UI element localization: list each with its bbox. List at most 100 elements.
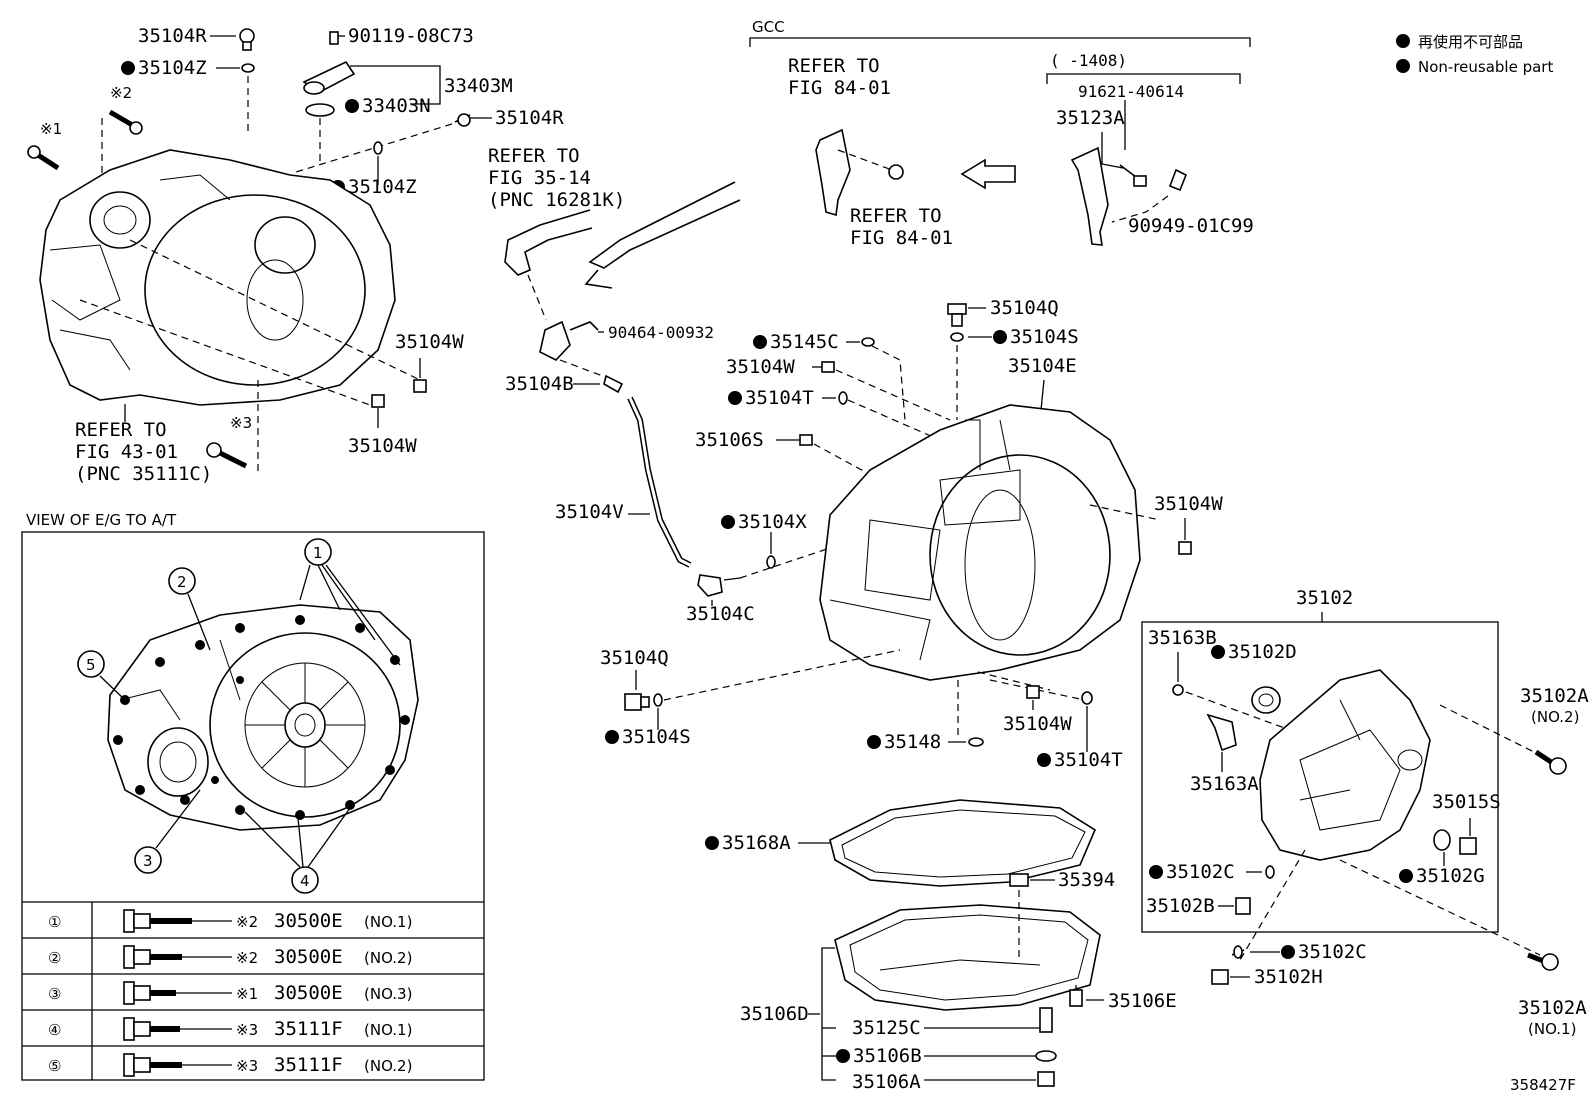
extension-housing-shape [1259, 669, 1431, 861]
bell-housing-opening [144, 194, 366, 386]
view-eg-to-at-inset: VIEW OF E/G TO A/T 1 2 [21, 511, 485, 1081]
extension-housing-35102: 35102 35163B 35102D 35163A 35102A (NO.2)… [1141, 587, 1589, 961]
label-35104e: 35104E [1008, 355, 1077, 377]
label-35102b: 35102B [1146, 895, 1215, 917]
ref-fig35-3: (PNC 16281K) [488, 189, 625, 211]
mark-2-top: ※2 [110, 84, 132, 102]
label-35106a: 35106A [852, 1071, 921, 1093]
ref-fig84-b-1: REFER TO [850, 205, 942, 227]
label-35123a: 35123A [1056, 107, 1125, 129]
label-35125c: 35125C [852, 1017, 921, 1039]
label-35104z-b: 35104Z [348, 176, 417, 198]
label-33403n: 33403N [362, 95, 431, 117]
ref-fig84-b-2: FIG 84-01 [850, 227, 953, 249]
bolt-row-num: ④ [48, 1021, 61, 1039]
label-35106e: 35106E [1108, 990, 1177, 1012]
label-35104b: 35104B [505, 373, 574, 395]
callout-2: 2 [168, 567, 211, 651]
svg-text:4: 4 [300, 872, 310, 890]
ref-fig35-2: FIG 35-14 [488, 167, 591, 189]
bolt-row-1: ① ※2 30500E (NO.1) [48, 909, 412, 933]
ref-fig43-1: REFER TO [75, 419, 167, 441]
label-90119: 90119-08C73 [348, 25, 474, 47]
label-35104c: 35104C [686, 603, 755, 625]
bolt-row-num: ① [48, 913, 61, 931]
label-35104w-d: 35104W [1154, 493, 1223, 515]
pan-gasket-shape [829, 799, 1097, 887]
svg-text:1: 1 [313, 544, 323, 562]
svg-text:2: 2 [177, 573, 187, 591]
callout-4: 4 [244, 807, 351, 894]
bolt-row-5: ⑤ ※3 35111F (NO.2) [48, 1053, 412, 1077]
svg-text:5: 5 [86, 656, 96, 674]
breather-hose-group: REFER TO FIG 35-14 (PNC 16281K) 90464-00… [488, 145, 831, 625]
legend: 再使用不可部品 Non-reusable part [1396, 33, 1553, 76]
label-35104w-c: 35104W [726, 356, 795, 378]
label-90464: 90464-00932 [608, 323, 714, 342]
label-35102d: 35102D [1228, 641, 1297, 663]
label-35104s-a: 35104S [1010, 326, 1079, 348]
hose-shape [504, 209, 593, 276]
oil-pan-shape [834, 904, 1101, 1011]
callout-3: 3 [134, 789, 201, 874]
gcc-part: 91621-40614 [1078, 82, 1184, 101]
figure-id: 358427F [1510, 1076, 1576, 1094]
label-35104w-a: 35104W [395, 331, 464, 353]
label-35102a-a-no: (NO.2) [1531, 708, 1579, 726]
view-title: VIEW OF E/G TO A/T [26, 511, 177, 529]
label-35106d: 35106D [740, 1003, 809, 1025]
non-reusable-dot-icon [1396, 34, 1410, 48]
bolt-row-2: ② ※2 30500E (NO.2) [48, 945, 412, 969]
label-90949: 90949-01C99 [1128, 215, 1254, 237]
bolt-row-3: ③ ※1 30500E (NO.3) [48, 981, 412, 1005]
legend-jp: 再使用不可部品 [1418, 33, 1523, 51]
transaxle-case-center: 35145C 35104Q 35104S 35104W 35104T 35104… [600, 297, 1223, 771]
mark-3: ※3 [230, 414, 252, 432]
gcc-label: GCC [752, 18, 785, 36]
case-bore-opening [929, 454, 1111, 656]
bolt-row-num: ② [48, 949, 61, 967]
label-35104r-b: 35104R [495, 107, 564, 129]
mark-1-top: ※1 [40, 120, 62, 138]
bolt-row-no: (NO.1) [364, 913, 412, 931]
bracket-right-shape [1070, 146, 1109, 246]
inset-frame [21, 531, 485, 1081]
inset-box-35102 [1141, 621, 1499, 933]
bolt-row-part: 30500E [274, 982, 343, 1004]
ref-fig43-2: FIG 43-01 [75, 441, 178, 463]
bolt-row-part: 35111F [274, 1054, 343, 1076]
bolt-row-mark: ※2 [236, 949, 258, 967]
label-35102c-b: 35102C [1298, 941, 1367, 963]
bolt-row-no: (NO.2) [364, 949, 412, 967]
label-35102g: 35102G [1416, 865, 1485, 887]
label-35163a: 35163A [1190, 773, 1259, 795]
ref-fig43-3: (PNC 35111C) [75, 463, 212, 485]
label-35104z-a: 35104Z [138, 57, 207, 79]
label-35104r-a: 35104R [138, 25, 207, 47]
label-35104t-b: 35104T [1054, 749, 1123, 771]
label-35102: 35102 [1296, 587, 1353, 609]
left-arrow-icon [960, 158, 1016, 190]
label-35102h: 35102H [1254, 966, 1323, 988]
label-35106s: 35106S [695, 429, 764, 451]
oil-pan-group: 35168A 35394 35106E 35106D 35125C 35106B… [705, 799, 1177, 1093]
label-35104w-b: 35104W [348, 435, 417, 457]
label-35102c-a: 35102C [1166, 861, 1235, 883]
bolt-row-mark: ※3 [236, 1057, 258, 1075]
transaxle-top-left: 35104R 35104Z 90119-08C73 33403M 33403N … [27, 25, 564, 485]
label-35106b: 35106B [853, 1045, 922, 1067]
label-35168a: 35168A [722, 832, 791, 854]
label-33403m: 33403M [444, 75, 513, 97]
bolt-row-mark: ※3 [236, 1021, 258, 1039]
label-35015s: 35015S [1432, 791, 1501, 813]
callout-5: 5 [77, 650, 126, 701]
bolt-row-part: 30500E [274, 910, 343, 932]
bracket-shape [815, 128, 851, 217]
label-35148: 35148 [884, 731, 941, 753]
bolt-row-no: (NO.2) [364, 1057, 412, 1075]
label-35104q-b: 35104Q [600, 647, 669, 669]
label-35104w-e: 35104W [1003, 713, 1072, 735]
bolt-row-4: ④ ※3 35111F (NO.1) [48, 1017, 412, 1041]
ref-fig84-a-2: FIG 84-01 [788, 77, 891, 99]
